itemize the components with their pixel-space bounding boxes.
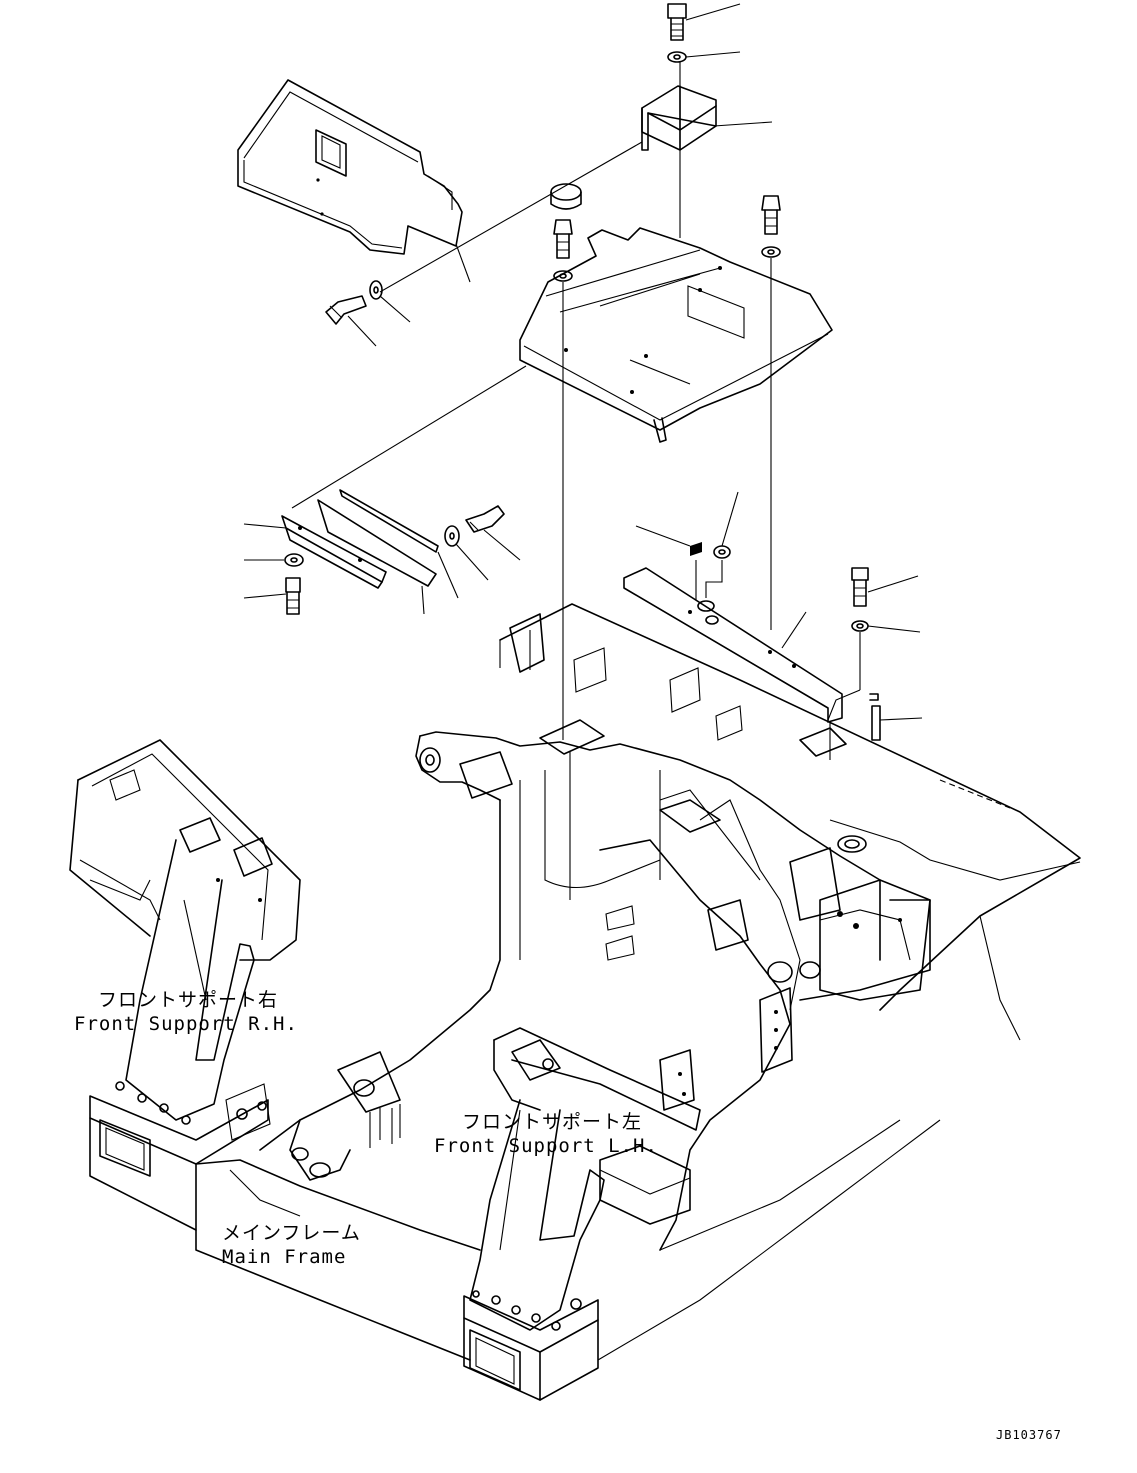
mid-bolt-right (761, 195, 781, 258)
drawing-code: JB103767 (996, 1428, 1062, 1442)
front-support-rh (69, 739, 301, 1231)
top-washer (667, 51, 741, 63)
main-frame-label-en: Main Frame (222, 1246, 347, 1268)
front-support-lh (463, 987, 793, 1401)
frame-outline-inner (659, 1119, 901, 1251)
main-frame-label-jp: メインフレーム (222, 1222, 361, 1244)
right-bolt-washer (827, 567, 923, 741)
frame-outline (597, 1119, 941, 1361)
cross-bracket (623, 491, 843, 723)
cap-plug (550, 183, 582, 210)
angle-bracket (641, 85, 773, 151)
side-bolt-washer (325, 280, 411, 347)
right-washer-bolt-upper (444, 505, 521, 581)
front-support-lh-label-en: Front Support L.H. (434, 1135, 658, 1157)
front-support-rh-label-jp: フロントサポート右 (98, 989, 279, 1011)
left-washer-bolt (243, 553, 304, 615)
main-frame-body (259, 603, 1081, 1251)
mid-bolt-left (553, 219, 573, 282)
top-bolt (667, 3, 741, 41)
main-frame-lower (195, 1051, 481, 1361)
front-support-lh-label-jp: フロントサポート左 (462, 1111, 643, 1133)
cover-panel (237, 79, 643, 293)
left-rail-brackets (243, 489, 459, 615)
floor-plate (291, 227, 833, 509)
right-lower-bracket (819, 879, 931, 1001)
front-support-rh-label-en: Front Support R.H. (74, 1013, 298, 1035)
